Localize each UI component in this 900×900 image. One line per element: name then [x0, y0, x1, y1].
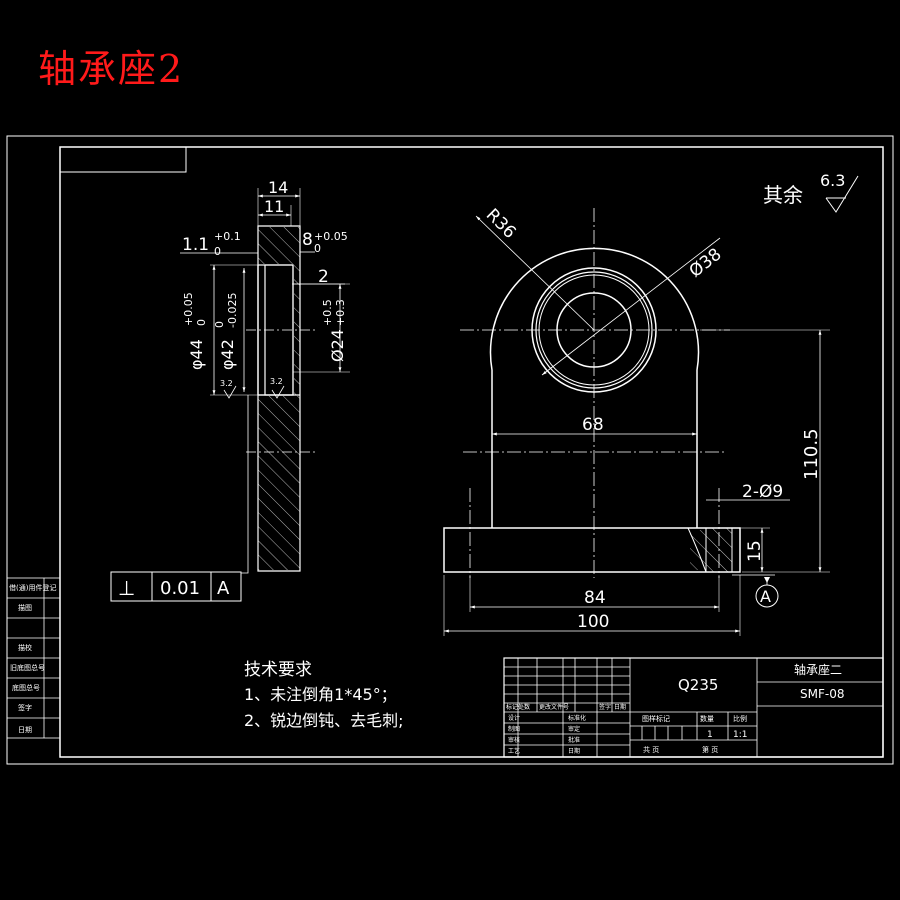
sign-design: 设计	[508, 714, 520, 722]
strip-label: 签字	[18, 703, 32, 712]
strip-label: 借(通)用件登记	[9, 583, 56, 592]
datum-a-label: A	[760, 587, 771, 606]
dim-phi44-tol-low: 0	[195, 319, 208, 326]
dim-phi44: φ44	[187, 339, 206, 370]
sheets-total: 共 页	[643, 745, 659, 754]
perpendicular-icon: ⊥	[118, 576, 135, 600]
scale: 1:1	[733, 730, 747, 740]
dim-100: 100	[577, 612, 609, 632]
dim-dia38: Ø38	[686, 245, 726, 282]
tolerance-value: 0.01	[160, 578, 200, 599]
roughness-mark-right: 3.2	[270, 377, 285, 399]
change-date: 日期	[614, 703, 626, 711]
side-strip-labels: 借(通)用件登记 描图 描校 旧底图总号 底图总号 签字 日期	[9, 583, 56, 734]
part-name: 轴承座二	[794, 662, 842, 677]
change-file: 更改文件号	[539, 703, 569, 711]
dim-dia24-tol-low: +0.3	[334, 299, 347, 326]
change-mark: 标记处数	[506, 703, 530, 711]
strip-label: 描图	[18, 603, 32, 612]
dim-110-5: 110.5	[801, 428, 822, 480]
material: Q235	[678, 676, 718, 694]
dim-68: 68	[582, 415, 604, 435]
dim-1-1: 1.1	[182, 235, 209, 255]
dim-15: 15	[745, 540, 765, 562]
dim-8-tol-up: +0.05	[314, 230, 348, 243]
roughness-value: 6.3	[820, 171, 845, 190]
strip-label: 日期	[18, 726, 32, 734]
dim-1-1-tol-up: +0.1	[214, 230, 241, 243]
dim-phi44-tol-up: +0.05	[182, 292, 195, 326]
svg-text:3.2: 3.2	[220, 379, 233, 388]
strip-label: 旧底图总号	[10, 663, 45, 672]
sign-draw: 制图	[508, 725, 520, 733]
dim-8: 8	[302, 230, 313, 250]
roughness-note: 其余 6.3	[763, 171, 859, 213]
side-strip	[6, 577, 61, 739]
tech-heading: 技术要求	[244, 660, 312, 680]
dim-14: 14	[268, 178, 288, 197]
change-sign: 签字	[599, 703, 611, 711]
strip-label: 底图总号	[12, 683, 40, 692]
sign-check: 审核	[508, 736, 520, 744]
sign-standard: 标准化	[568, 714, 586, 722]
dim-8-tol-low: 0	[314, 242, 321, 255]
dim-r36: R36	[482, 205, 520, 243]
roughness-label: 其余	[763, 183, 803, 207]
quantity-header: 数量	[700, 714, 714, 723]
title-block	[503, 657, 884, 758]
dim-1-1-tol-low: 0	[214, 245, 221, 258]
side-view: 14 11 1.1 +0.1 0 8 +0.05 0 2 φ44 +	[110, 178, 350, 602]
sheet-no: 第 页	[702, 745, 718, 754]
scale-header: 比例	[733, 714, 747, 723]
dim-84: 84	[584, 588, 606, 608]
tolerance-frame: ⊥ 0.01 A	[110, 571, 242, 602]
roughness-mark-left: 3.2	[220, 379, 237, 399]
dim-dia24: Ø24	[328, 329, 347, 362]
dim-11: 11	[264, 197, 284, 216]
tech-item-1: 1、未注倒角1*45°；	[244, 685, 397, 704]
sign-date: 日期	[568, 747, 580, 755]
roughness-icon	[825, 175, 859, 213]
stage-header: 图样标记	[642, 714, 670, 723]
title-block-text: Q235 轴承座二 SMF-08 标记处数 更改文件号 签字 日期 设计 标准化…	[506, 662, 844, 755]
svg-text:3.2: 3.2	[270, 377, 283, 386]
dim-2: 2	[318, 267, 329, 287]
dim-phi42-tol-low: -0.025	[226, 293, 239, 328]
dim-dia24-tol-up: +0.5	[321, 299, 334, 326]
dim-phi42-tol-up: 0	[213, 321, 226, 328]
page-title: 轴承座2	[38, 47, 185, 91]
strip-label: 描校	[18, 643, 32, 652]
quantity: 1	[707, 730, 713, 740]
sign-ratify: 批准	[568, 736, 580, 744]
dim-2-holes: 2-Ø9	[742, 482, 783, 502]
dim-phi42: φ42	[218, 339, 237, 370]
drawing-no: SMF-08	[800, 687, 844, 701]
sign-approve: 审定	[568, 725, 580, 733]
tolerance-datum: A	[217, 578, 230, 599]
sign-process: 工艺	[508, 747, 520, 755]
sheet-frame	[6, 135, 894, 765]
tech-item-2: 2、锐边倒钝、去毛刺;	[244, 711, 404, 730]
tech-requirements: 技术要求 1、未注倒角1*45°； 2、锐边倒钝、去毛刺;	[244, 660, 404, 730]
front-view: R36 Ø38 68 110.5 2-Ø9 15 A	[443, 205, 830, 636]
